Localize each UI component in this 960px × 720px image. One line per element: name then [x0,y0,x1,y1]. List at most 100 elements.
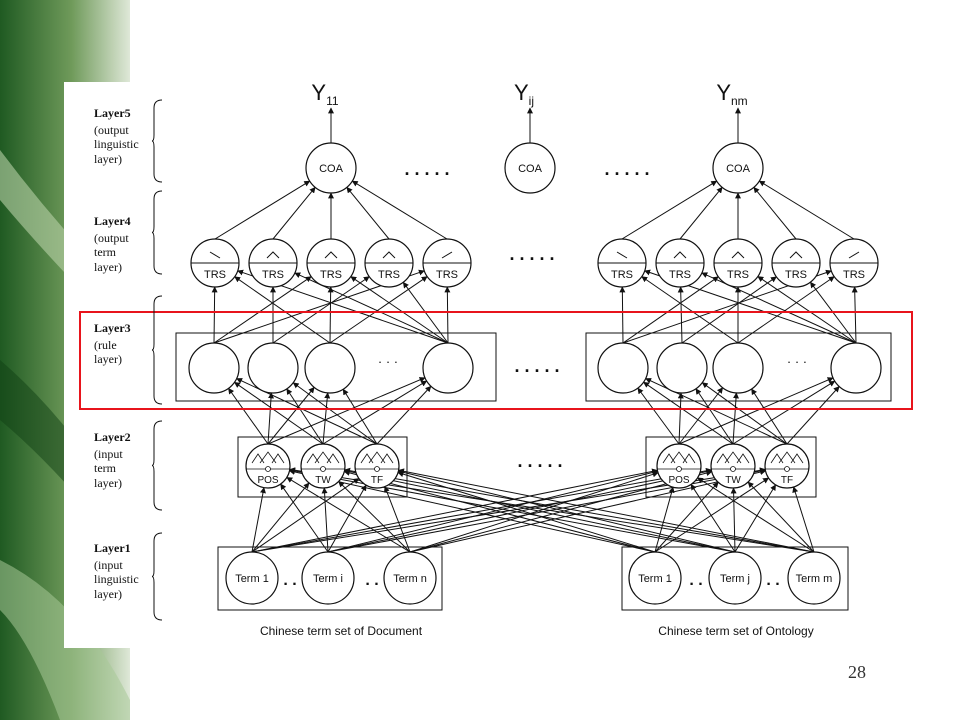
inner-ellipsis-rule-left: · · · [378,354,398,369]
arrow-line [292,382,378,445]
trs-node-label: TRS [262,269,284,281]
term-dots-ontology-1: . . [689,572,702,589]
arrow-line [338,481,411,553]
trs-node-label: TRS [378,269,400,281]
arrow-line [329,276,428,344]
arrow-line [637,387,680,445]
arrow-line [234,381,324,445]
arrow-line [322,380,428,445]
layer-description: (output [94,122,129,137]
term-node-label: Term 1 [235,573,269,585]
arrow-line [251,467,712,553]
term-node [383,551,437,605]
arrow-line [251,468,659,553]
layer-name: Layer5 [94,106,131,120]
term-node-label: Term j [720,573,750,585]
arrow-line [286,476,411,553]
fuzzy-set-icon [716,451,750,464]
layer-name: Layer1 [94,541,131,555]
layer-description: (input [94,557,123,572]
output-label-left: Y11 [311,80,338,108]
rule-node [830,342,882,394]
arrow-line [654,486,675,553]
input-term-label: TW [725,475,741,486]
input-term-center [265,466,271,472]
layer-description: layer) [94,151,122,166]
layer-description: (input [94,446,123,461]
membership-function-icon [382,251,396,259]
arrow-line [397,471,656,553]
arrow-line [251,482,310,553]
arrow-line [397,469,736,553]
membership-function-icon [209,251,221,259]
layer-brace [151,190,163,275]
arrow-line [695,388,734,445]
arrow-line [730,487,737,553]
layer-name: Layer2 [94,430,131,444]
arrow-line [622,276,719,344]
coa-node [305,142,357,194]
arrow-line [251,478,360,553]
layer-brace [151,295,163,405]
arrow-line [786,386,840,445]
term-node-label: Term m [796,573,833,585]
layer-name: Layer4 [94,214,131,228]
highlight-rectangle [79,311,913,410]
arrow-line [327,484,367,553]
layer-name: Layer3 [94,321,131,335]
arrow-line [327,468,713,553]
trs-node-label: TRS [204,269,226,281]
coa-node [712,142,764,194]
input-term-label: TW [315,475,331,486]
rule-node [656,342,708,394]
arrow-line [690,483,736,553]
membership-function-icon [789,251,803,259]
ellipsis-layer3: . . . . . [514,356,559,376]
term-node [628,551,682,605]
trs-node-label: TRS [669,269,691,281]
arrow-line [643,381,734,445]
arrow-line [679,186,723,240]
input-term-center [676,466,682,472]
arrow-line [286,388,324,445]
term-node [225,551,279,605]
output-label-right: Ynm [716,80,747,108]
arrow-line [350,276,449,344]
arrow-line [851,286,858,344]
layer-brace [151,99,163,183]
term-node-label: Term 1 [638,573,672,585]
fuzzy-set-icon [662,451,696,464]
fuzzy-set-icon [360,451,394,464]
rule-node [247,342,299,394]
arrow-line [409,471,659,553]
input-box-right [645,436,817,498]
trs-node-label: TRS [320,269,342,281]
membership-function-icon [266,251,280,259]
arrow-line [267,377,426,445]
arrow-line [343,469,656,553]
membership-function-icon [441,251,453,259]
arrow-line [697,477,815,553]
coa-node [504,142,556,194]
caption-ontology: Chinese term set of Ontology [658,624,813,638]
input-term-center [784,466,790,472]
arrow-line [792,486,815,553]
ellipsis-layer5-left: . . . . . [404,159,449,179]
ellipsis-layer5-right: . . . . . [604,159,649,179]
coa-node-label: COA [518,163,543,175]
membership-function-icon [731,251,745,259]
arrow-line [737,276,835,344]
input-term-label: TF [371,475,383,486]
membership-function-icon [324,251,338,259]
layer-brace [151,532,163,621]
arrow-line [346,186,390,240]
arrow-line [321,487,329,553]
trs-node-label: TRS [611,269,633,281]
input-term-center [320,466,326,472]
layer-description: layer) [94,352,122,366]
layer-description: layer) [94,475,122,490]
arrow-line [343,468,736,553]
